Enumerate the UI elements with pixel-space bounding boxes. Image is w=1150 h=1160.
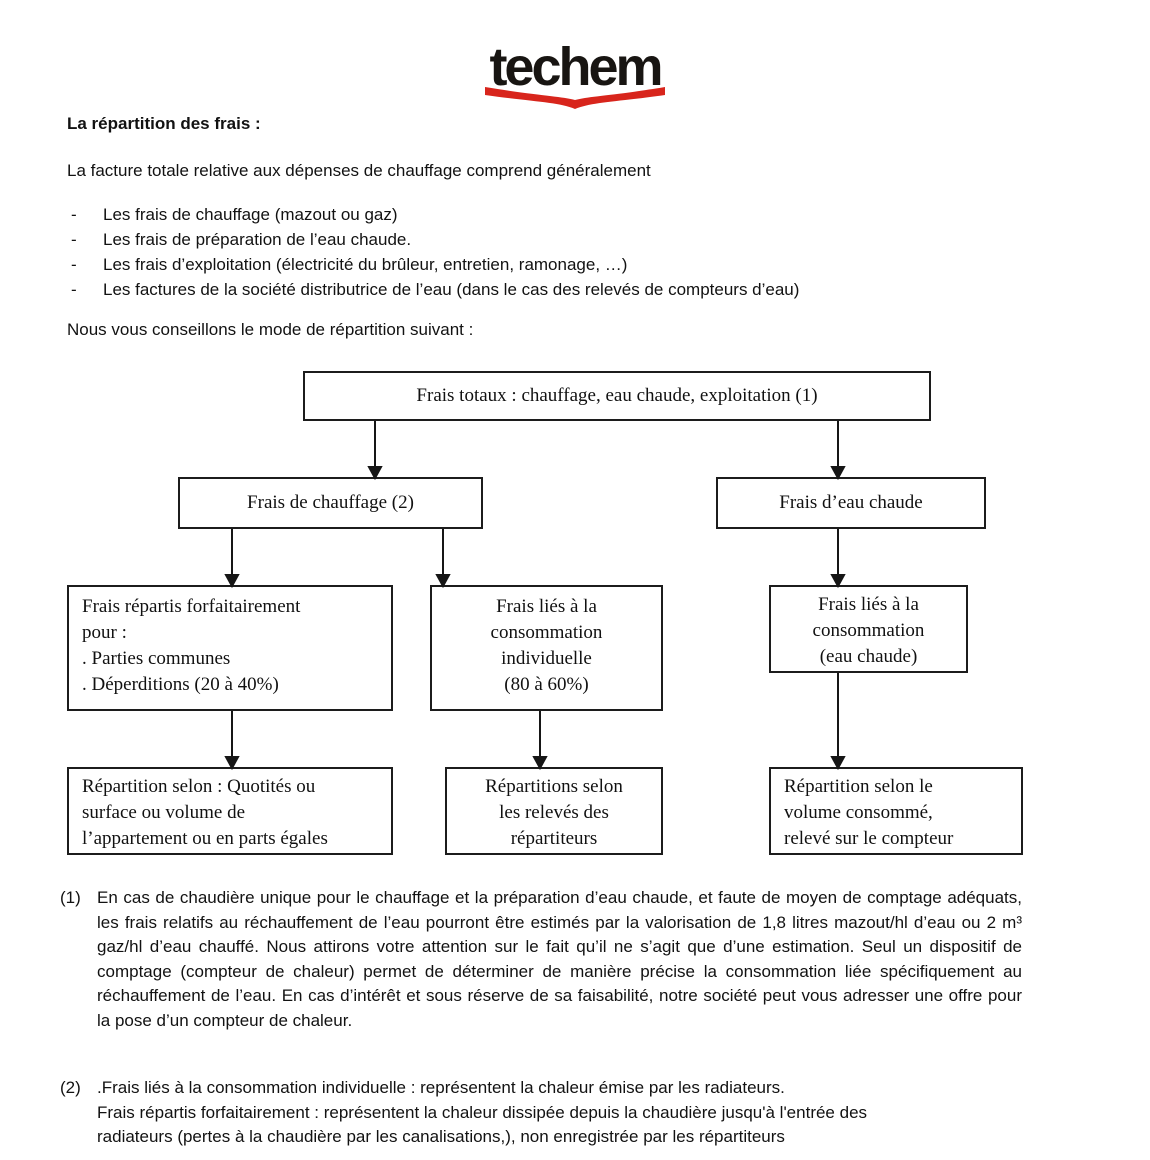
flow-box-frais-totaux: Frais totaux : chauffage, eau chaude, ex…	[303, 371, 931, 421]
techem-logo-wordmark: techem	[489, 37, 663, 97]
footnote-2-text: .Frais liés à la consommation individuel…	[97, 1078, 868, 1147]
list-item: - Les frais de chauffage (mazout ou gaz)	[71, 202, 799, 227]
techem-logo: techem	[483, 37, 667, 110]
list-item: - Les factures de la société distributri…	[71, 277, 799, 302]
list-item-text: Les factures de la société distributrice…	[103, 280, 800, 299]
list-item: - Les frais de préparation de l’eau chau…	[71, 227, 799, 252]
flow-box-repartition-compteur: Répartition selon le volume consommé, re…	[769, 767, 1023, 855]
flow-box-repartition-repartiteurs: Répartitions selon les relevés des répar…	[445, 767, 663, 855]
footnote-2: (2) .Frais liés à la consommation indivi…	[60, 1076, 867, 1150]
flow-box-consommation-individuelle: Frais liés à la consommation individuell…	[430, 585, 663, 711]
intro-paragraph: La facture totale relative aux dépenses …	[67, 161, 651, 180]
expense-list: - Les frais de chauffage (mazout ou gaz)…	[71, 202, 799, 302]
flow-box-frais-eau-chaude: Frais d’eau chaude	[716, 477, 986, 529]
footnote-1-text: En cas de chaudière unique pour le chauf…	[97, 888, 1022, 1030]
techem-swoosh-icon	[485, 87, 665, 109]
techem-swoosh-shape	[485, 87, 665, 109]
list-dash: -	[71, 280, 77, 299]
advice-line: Nous vous conseillons le mode de réparti…	[67, 320, 474, 339]
list-item: - Les frais d’exploitation (électricité …	[71, 252, 799, 277]
flow-box-frais-forfaitaires: Frais répartis forfaitairement pour : . …	[67, 585, 393, 711]
footnote-2-marker: (2)	[60, 1078, 81, 1097]
flow-box-frais-chauffage: Frais de chauffage (2)	[178, 477, 483, 529]
list-item-text: Les frais de préparation de l’eau chaude…	[103, 230, 412, 249]
list-item-text: Les frais de chauffage (mazout ou gaz)	[103, 205, 398, 224]
list-dash: -	[71, 230, 77, 249]
footnote-1-marker: (1)	[60, 888, 81, 907]
list-dash: -	[71, 255, 77, 274]
flow-box-repartition-quotites: Répartition selon : Quotités ou surface …	[67, 767, 393, 855]
page-title: La répartition des frais :	[67, 114, 261, 133]
footnote-1: (1) En cas de chaudière unique pour le c…	[60, 886, 1022, 1034]
list-item-text: Les frais d’exploitation (électricité du…	[103, 255, 628, 274]
list-dash: -	[71, 205, 77, 224]
logo-header: techem	[0, 37, 1150, 110]
flow-box-consommation-eau-chaude: Frais liés à la consommation (eau chaude…	[769, 585, 968, 673]
